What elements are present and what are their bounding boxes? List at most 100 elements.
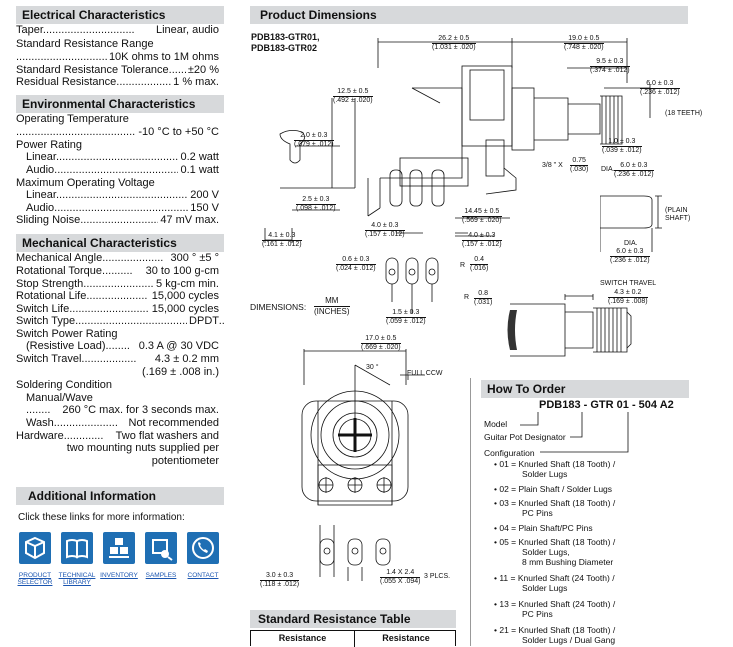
dim-43: 4.3 ± 0.2(.169 ± .008) <box>608 289 648 306</box>
config-line: • 05 = Knurled Shaft (18 Tooth) / <box>494 537 616 547</box>
dim-10: 1.0 ± 0.3(.039 ± .012) <box>602 138 642 155</box>
config-item-13: • 13 = Knurled Shaft (24 Tooth) /PC Pins <box>494 599 615 619</box>
dim-value: (.016) <box>470 265 489 272</box>
spec-label: Switch Life <box>16 303 70 315</box>
dim-value: 1.4 X 2.4 <box>380 569 421 578</box>
dim-25: 2.5 ± 0.3(.098 ± .012) <box>296 196 336 213</box>
front-view-drawing <box>301 349 425 581</box>
dim-label: DIA. <box>624 240 638 247</box>
dim-value: (.079 ± .012) <box>294 141 334 148</box>
config-item-05: • 05 = Knurled Shaft (18 Tooth) /Solder … <box>494 537 615 567</box>
mechanical-header: Mechanical Characteristics <box>16 234 224 252</box>
side-view-drawing <box>264 38 651 243</box>
book-icon[interactable] <box>61 532 93 564</box>
spec-value: 0.1 watt <box>178 164 219 177</box>
dim-value: 0.75 <box>570 157 589 166</box>
dim-value: 9.5 ± 0.3 <box>590 58 630 67</box>
dim-value: 1.0 ± 0.3 <box>602 138 642 147</box>
order-header: How To Order <box>481 380 689 398</box>
spec-label: Power Rating <box>16 139 83 151</box>
dim-value: 19.0 ± 0.5 <box>564 35 604 44</box>
spec-label: (Resistive Load) <box>26 340 106 352</box>
config-line: PC Pins <box>522 609 553 619</box>
dim-value: (.098 ± .012) <box>296 205 336 212</box>
link-label[interactable]: INVENTORY <box>100 572 138 579</box>
dim-label: DIA. <box>601 166 615 173</box>
dim-value: (.118 ± .012) <box>260 581 300 588</box>
spec-value: 150 V <box>188 202 219 215</box>
spec-value: 5 kg-cm min. <box>154 278 219 291</box>
spec-value: 1 % max. <box>171 76 219 89</box>
dim-value: 4.3 ± 0.2 <box>608 289 648 298</box>
dim-125: 12.5 ± 0.5(.492 ± .020) <box>333 88 373 105</box>
link-label[interactable]: CONTACT <box>187 572 219 579</box>
order-code-part: 01 <box>616 399 629 411</box>
spec-value: 0.2 watt <box>178 151 219 164</box>
spec-value: (.169 ± .008 in.) <box>142 366 219 378</box>
dim-15: 1.5 ± 0.3(.059 ± .012) <box>386 309 426 326</box>
dim-26: 26.2 ± 0.5(1.031 ± .020) <box>432 35 476 52</box>
spec-value: 30 to 100 g-cm <box>143 265 219 278</box>
dim-value: 2.5 ± 0.3 <box>296 196 336 205</box>
spec-label: Operating Temperature <box>16 113 129 125</box>
spec-label: Standard Resistance Range <box>16 38 154 50</box>
dim-value: (.031) <box>474 299 493 306</box>
dim-label: SHAFT) <box>665 215 691 222</box>
link-label[interactable]: SELECTOR <box>17 579 53 586</box>
section-title: Electrical Characteristics <box>22 8 166 22</box>
order-code-part: PDB183 - GTR <box>539 399 614 411</box>
config-line: • 21 = Knurled Shaft (18 Tooth) / <box>494 625 616 635</box>
config-line: • 04 = Plain Shaft/PC Pins <box>494 523 593 533</box>
link-label[interactable]: TECHNICAL <box>58 572 96 579</box>
order-code: PDB183 - GTR 01 - 504 A2 <box>539 399 674 412</box>
spec-label: Residual Resistance <box>16 76 117 88</box>
config-line: Solder Lugs <box>522 469 568 479</box>
dim-95: 9.5 ± 0.3(.374 ± .012) <box>590 58 630 75</box>
link-label[interactable]: SAMPLES <box>145 572 177 579</box>
dim-value: (.569 ± .020) <box>462 217 502 224</box>
dim-value: 6.0 ± 0.3 <box>610 248 650 257</box>
dim-60b: 6.0 ± 0.3(.236 ± .012) <box>614 162 654 179</box>
dim-14: 1.4 X 2.4(.055 X .094) <box>380 569 421 586</box>
link-label[interactable]: PRODUCT <box>18 572 52 579</box>
link-label[interactable]: LIBRARY <box>63 579 91 586</box>
spec-label: Switch Power Rating <box>16 328 118 340</box>
cubes-icon[interactable] <box>19 532 51 564</box>
spec-value: 0.3 A @ 30 VDC <box>136 340 219 353</box>
electrical-header: Electrical Characteristics <box>16 6 224 24</box>
dim-value: (.157 ± .012) <box>462 241 502 248</box>
spec-label: Standard Resistance Tolerance <box>16 64 169 76</box>
dim-value: (.492 ± .020) <box>333 97 373 104</box>
order-divider <box>470 378 471 646</box>
dim-value: 2.0 ± 0.3 <box>294 132 334 141</box>
spec-value: Not recommended <box>126 417 219 430</box>
spec-label: Mechanical Angle <box>16 252 103 264</box>
spec-label: Stop Strength <box>16 278 84 290</box>
sample-box-icon[interactable] <box>145 532 177 564</box>
dim-40a: 4.0 ± 0.3(.157 ± .012) <box>365 222 405 239</box>
spec-value: 15,000 cycles <box>149 303 219 316</box>
spec-value: 4.3 ± 0.2 mm <box>152 353 219 366</box>
dim-value: (.055 X .094) <box>380 578 421 585</box>
dim-label: R <box>460 262 466 269</box>
dim-08: 0.8(.031) <box>474 290 493 307</box>
spec-label: Linear <box>26 151 56 163</box>
dim-label: 3 PLCS. <box>424 573 451 580</box>
resistance-table: Resistance Resistance <box>250 630 456 647</box>
config-line: 8 mm Bushing Diameter <box>522 557 614 567</box>
dim-40b: 4.0 ± 0.3(.157 ± .012) <box>462 232 502 249</box>
section-title: How To Order <box>487 382 566 396</box>
dim-value: (.161 ± .012) <box>262 241 302 248</box>
config-line: • 02 = Plain Shaft / Solder Lugs <box>494 484 613 494</box>
config-line: • 01 = Knurled Shaft (18 Tooth) / <box>494 459 616 469</box>
dim-value: 0.8 <box>474 290 493 299</box>
config-item-21: • 21 = Knurled Shaft (18 Tooth) /Solder … <box>494 625 615 645</box>
spec-value: 15,000 cycles <box>149 290 219 303</box>
boxes-icon[interactable] <box>103 532 135 564</box>
config-item-01: • 01 = Knurled Shaft (18 Tooth) /Solder … <box>494 459 615 479</box>
spec-label: Audio <box>26 202 55 214</box>
spec-value: 200 V <box>188 189 219 202</box>
phone-icon[interactable] <box>187 532 219 564</box>
config-item-02: • 02 = Plain Shaft / Solder Lugs <box>494 484 612 494</box>
dim-value: 3.0 ± 0.3 <box>260 572 300 581</box>
